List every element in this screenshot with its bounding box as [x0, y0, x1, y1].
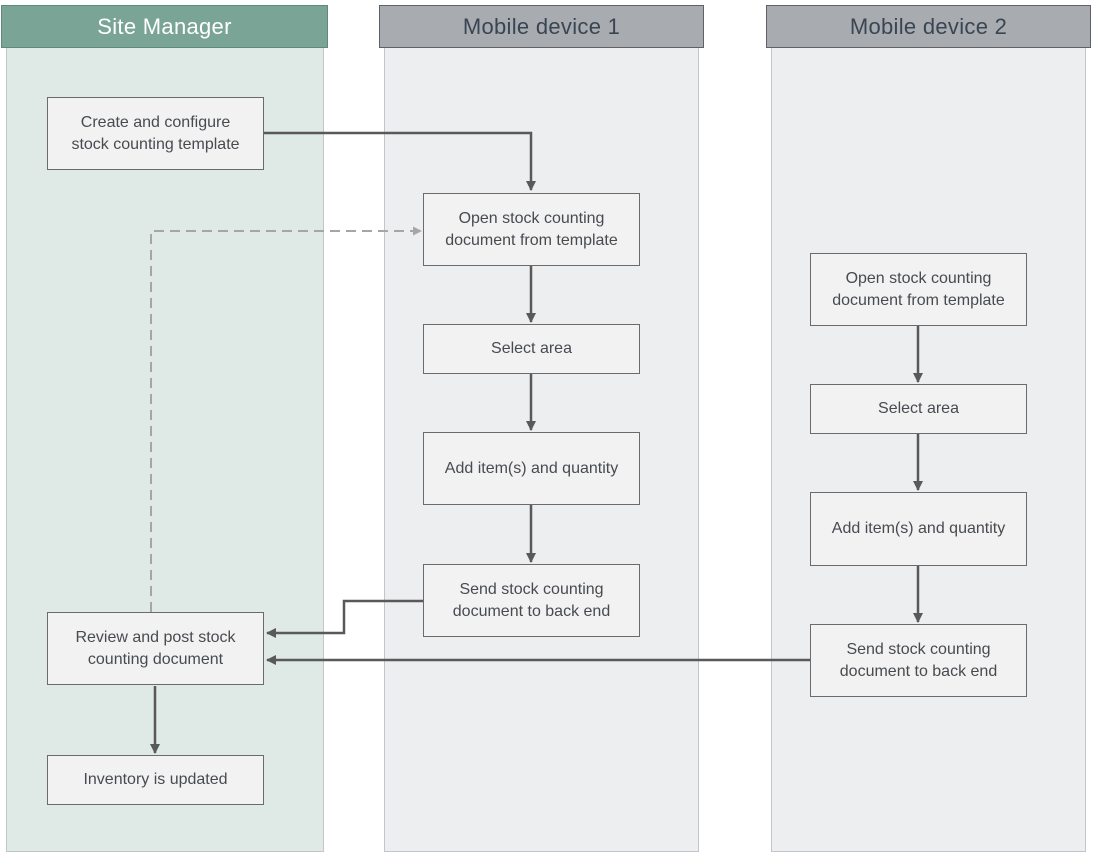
lane-header-site-manager: Site Manager — [1, 5, 328, 48]
lane-header-mobile-device-1: Mobile device 1 — [379, 5, 704, 48]
node-inventory-updated: Inventory is updated — [47, 755, 264, 805]
node-m1-select-area: Select area — [423, 324, 640, 374]
node-m1-open-document: Open stock counting document from templa… — [423, 193, 640, 266]
node-create-template: Create and configure stock counting temp… — [47, 97, 264, 170]
node-m2-send-document: Send stock counting document to back end — [810, 624, 1027, 697]
node-m2-add-items: Add item(s) and quantity — [810, 492, 1027, 566]
node-m1-send-document: Send stock counting document to back end — [423, 564, 640, 637]
node-m1-add-items: Add item(s) and quantity — [423, 432, 640, 505]
dashed-arrow-review-to-open-1 — [150, 226, 422, 612]
arrow-m1-send-to-review — [266, 599, 423, 638]
arrow-create-to-open-1 — [264, 131, 536, 191]
node-m2-open-document: Open stock counting document from templa… — [810, 253, 1027, 326]
node-review-and-post: Review and post stock counting document — [47, 612, 264, 685]
node-m2-select-area: Select area — [810, 384, 1027, 434]
lane-mobile-device-1 — [384, 5, 699, 852]
lane-header-mobile-device-2: Mobile device 2 — [766, 5, 1091, 48]
